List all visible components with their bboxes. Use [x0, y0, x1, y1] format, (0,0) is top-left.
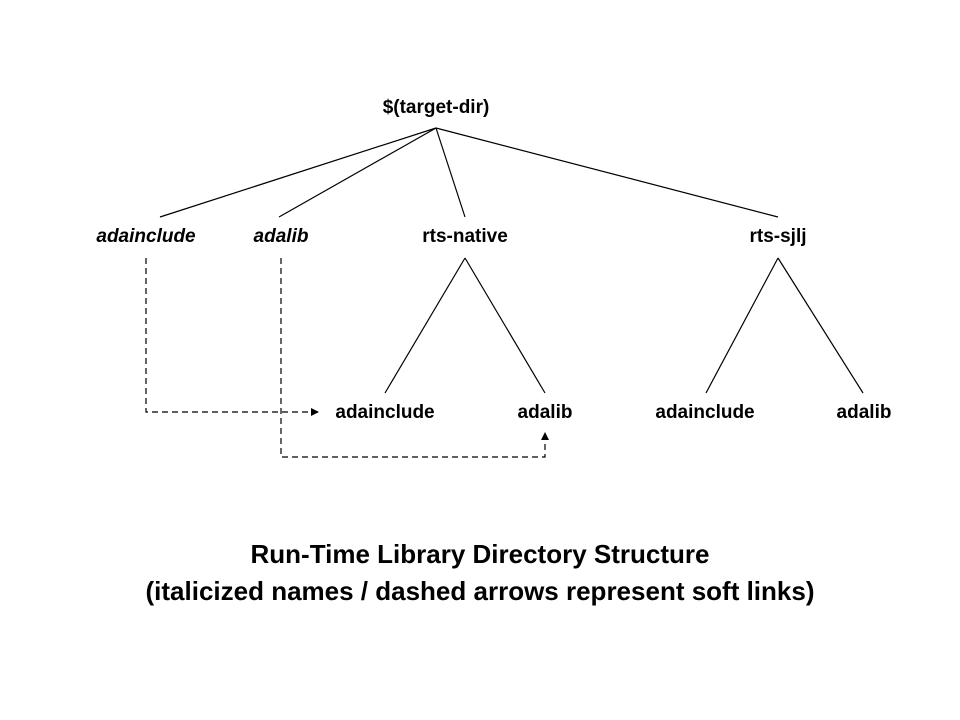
node-rts-sjlj-adainclude: adainclude — [655, 402, 755, 423]
node-adainclude-link: adainclude — [96, 226, 196, 247]
node-rts-native-adalib: adalib — [517, 402, 573, 423]
caption-title: Run-Time Library Directory Structure — [250, 539, 710, 569]
edge-root-rts-native — [435, 127, 466, 218]
node-rts-sjlj-adalib: adalib — [836, 402, 892, 423]
soft-link-arrow-adalib — [280, 258, 549, 458]
caption-note: (italicized names / dashed arrows repres… — [145, 576, 815, 606]
edge-rts-native-adalib — [464, 257, 546, 394]
edge-root-rts-sjlj — [435, 127, 779, 218]
soft-link-arrow-adainclude — [145, 258, 319, 416]
edge-rts-native-adainclude — [384, 257, 466, 394]
edge-rts-sjlj-adalib — [777, 257, 864, 394]
node-rts-sjlj: rts-sjlj — [749, 226, 807, 247]
node-rts-native-adainclude: adainclude — [335, 402, 435, 423]
edge-root-adalib — [278, 127, 437, 218]
edge-rts-sjlj-adainclude — [705, 257, 779, 394]
node-adalib-link: adalib — [253, 226, 309, 247]
edge-root-adainclude — [159, 127, 437, 218]
node-rts-native: rts-native — [422, 226, 508, 247]
node-root: $(target-dir) — [382, 97, 490, 118]
